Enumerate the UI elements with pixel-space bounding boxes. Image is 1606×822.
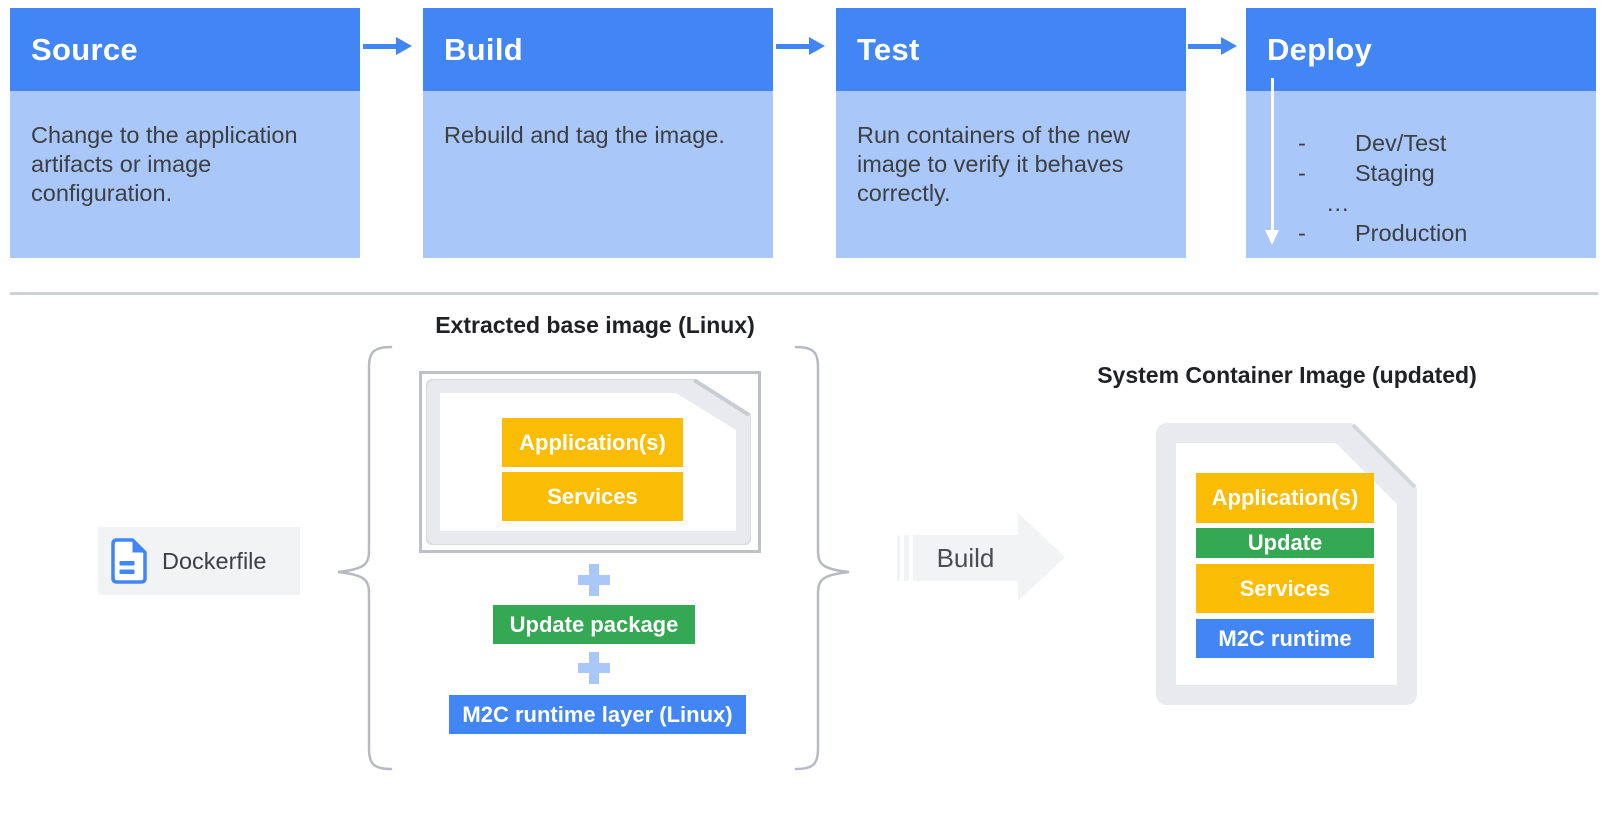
step-title: Build (444, 31, 523, 67)
result-layer-services: Services (1196, 564, 1374, 613)
base-layer-services: Services (502, 472, 683, 521)
dockerfile-chip: Dockerfile (98, 527, 300, 595)
step-header: Source (10, 8, 360, 91)
layer-label: M2C runtime layer (Linux) (462, 701, 733, 727)
bullet-dash: - (1298, 160, 1306, 186)
env-label: ... (1327, 190, 1350, 216)
step-description: Rebuild and tag the image. (444, 122, 725, 148)
step-title: Deploy (1267, 31, 1373, 67)
step-title: Test (857, 31, 920, 67)
step-description: Run containers of the new image to verif… (857, 122, 1131, 206)
layer-label: Application(s) (519, 429, 666, 455)
update-package-box: Update package (493, 605, 695, 644)
pipeline-step-test: Test Run containers of the new image to … (836, 8, 1186, 258)
arrow-head (396, 37, 412, 55)
dockerfile-icon (111, 538, 147, 584)
section-divider (10, 292, 1598, 295)
arrow-head (809, 37, 825, 55)
step-body: Run containers of the new image to verif… (836, 91, 1186, 258)
step-header: Deploy (1246, 8, 1596, 91)
base-layer-applications: Application(s) (502, 418, 683, 467)
dockerfile-label: Dockerfile (162, 547, 267, 574)
runtime-layer-box: M2C runtime layer (Linux) (449, 695, 746, 734)
deploy-down-arrow-head (1265, 230, 1279, 245)
bullet-dash: - (1298, 220, 1306, 246)
right-arrow-icon (776, 37, 826, 56)
deploy-env-item: - Dev/Test (1298, 128, 1467, 158)
arrow-head (1221, 37, 1237, 55)
arrow-shaft (776, 44, 809, 49)
deploy-env-item: ... (1298, 188, 1467, 218)
layer-label: Update package (509, 611, 679, 637)
step-description: Change to the application artifacts or i… (31, 122, 298, 206)
deploy-env-list: - Dev/Test - Staging ... - Production (1298, 128, 1467, 248)
result-layer-runtime: M2C runtime (1196, 619, 1374, 658)
result-layer-applications: Application(s) (1196, 473, 1374, 523)
step-body: Change to the application artifacts or i… (10, 91, 360, 258)
left-brace-icon (337, 345, 393, 771)
pipeline-step-build: Build Rebuild and tag the image. (423, 8, 773, 258)
layer-label: Update (1247, 530, 1323, 555)
arrow-stripe (904, 535, 909, 581)
layer-label: Services (547, 483, 638, 509)
base-image-frame (419, 371, 761, 553)
right-arrow-icon (1188, 37, 1238, 56)
base-image-title: Extracted base image (Linux) (435, 312, 755, 338)
result-image-title: System Container Image (updated) (1097, 362, 1477, 388)
build-arrow: Build (895, 513, 1067, 601)
pipeline-step-source: Source Change to the application artifac… (10, 8, 360, 258)
right-arrow-icon (363, 37, 413, 56)
bullet-dash: - (1298, 130, 1306, 156)
result-layer-update: Update (1196, 528, 1374, 558)
plus-icon (578, 564, 610, 596)
deploy-env-item: - Production (1298, 218, 1467, 248)
layer-label: M2C runtime (1218, 625, 1352, 651)
layer-label: Application(s) (1211, 485, 1359, 510)
arrow-shaft (1188, 44, 1221, 49)
build-arrow-head (1018, 513, 1065, 601)
arrow-stripe (897, 535, 900, 581)
step-title: Source (31, 31, 138, 67)
arrow-shaft (363, 44, 396, 49)
right-brace-icon (794, 345, 850, 771)
pipeline-step-deploy: Deploy - Dev/Test - Staging ... - Produ (1246, 8, 1596, 258)
step-body: Rebuild and tag the image. (423, 91, 773, 258)
env-label: Production (1355, 220, 1468, 246)
layer-label: Services (1239, 575, 1331, 601)
env-label: Staging (1355, 160, 1435, 186)
step-header: Test (836, 8, 1186, 91)
step-body: - Dev/Test - Staging ... - Production (1246, 91, 1596, 258)
plus-icon (578, 652, 610, 684)
build-arrow-label: Build (913, 535, 1018, 581)
step-header: Build (423, 8, 773, 91)
deploy-env-item: - Staging (1298, 158, 1467, 188)
deploy-down-arrow-icon (1271, 78, 1274, 230)
env-label: Dev/Test (1355, 130, 1447, 156)
